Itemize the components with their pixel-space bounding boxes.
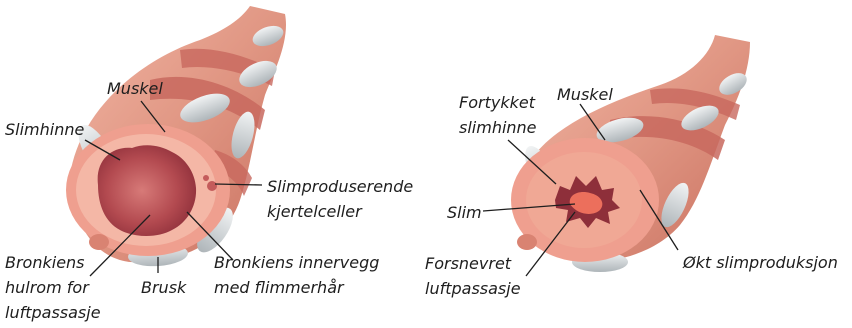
- left-lumen: [98, 145, 196, 236]
- right-vessel-stub: [517, 234, 537, 250]
- right-bronchus: [511, 35, 750, 272]
- label-slimproduserende-line1: Slimproduserende: [267, 176, 413, 197]
- label-bronkiens-hulrom-line1: Bronkiens: [5, 252, 85, 273]
- label-slimhinne: Slimhinne: [5, 119, 84, 140]
- label-forsnevret-line2: luftpassasje: [425, 278, 521, 299]
- label-forsnevret-line1: Forsnevret: [425, 253, 511, 274]
- label-innervegg-line1: Bronkiens innervegg: [214, 252, 379, 273]
- left-bronchus: [66, 6, 286, 268]
- label-bronkiens-hulrom-line2: hulrom for: [5, 277, 89, 298]
- label-fortykket-line1: Fortykket: [459, 92, 535, 113]
- label-slimproduserende-line2: kjertelceller: [267, 201, 362, 222]
- label-slim: Slim: [447, 202, 482, 223]
- label-fortykket-line2: slimhinne: [459, 117, 537, 138]
- label-brusk: Brusk: [141, 277, 186, 298]
- label-muskel-right: Muskel: [557, 84, 613, 105]
- left-vessel-stub: [89, 234, 109, 250]
- left-gland: [203, 175, 209, 181]
- label-bronkiens-hulrom-line3: luftpassasje: [5, 302, 101, 323]
- label-okt-slimproduksjon: Økt slimproduksjon: [683, 252, 838, 273]
- label-muskel-left: Muskel: [107, 78, 163, 99]
- left-gland: [207, 181, 217, 191]
- label-innervegg-line2: med flimmerhår: [214, 277, 344, 298]
